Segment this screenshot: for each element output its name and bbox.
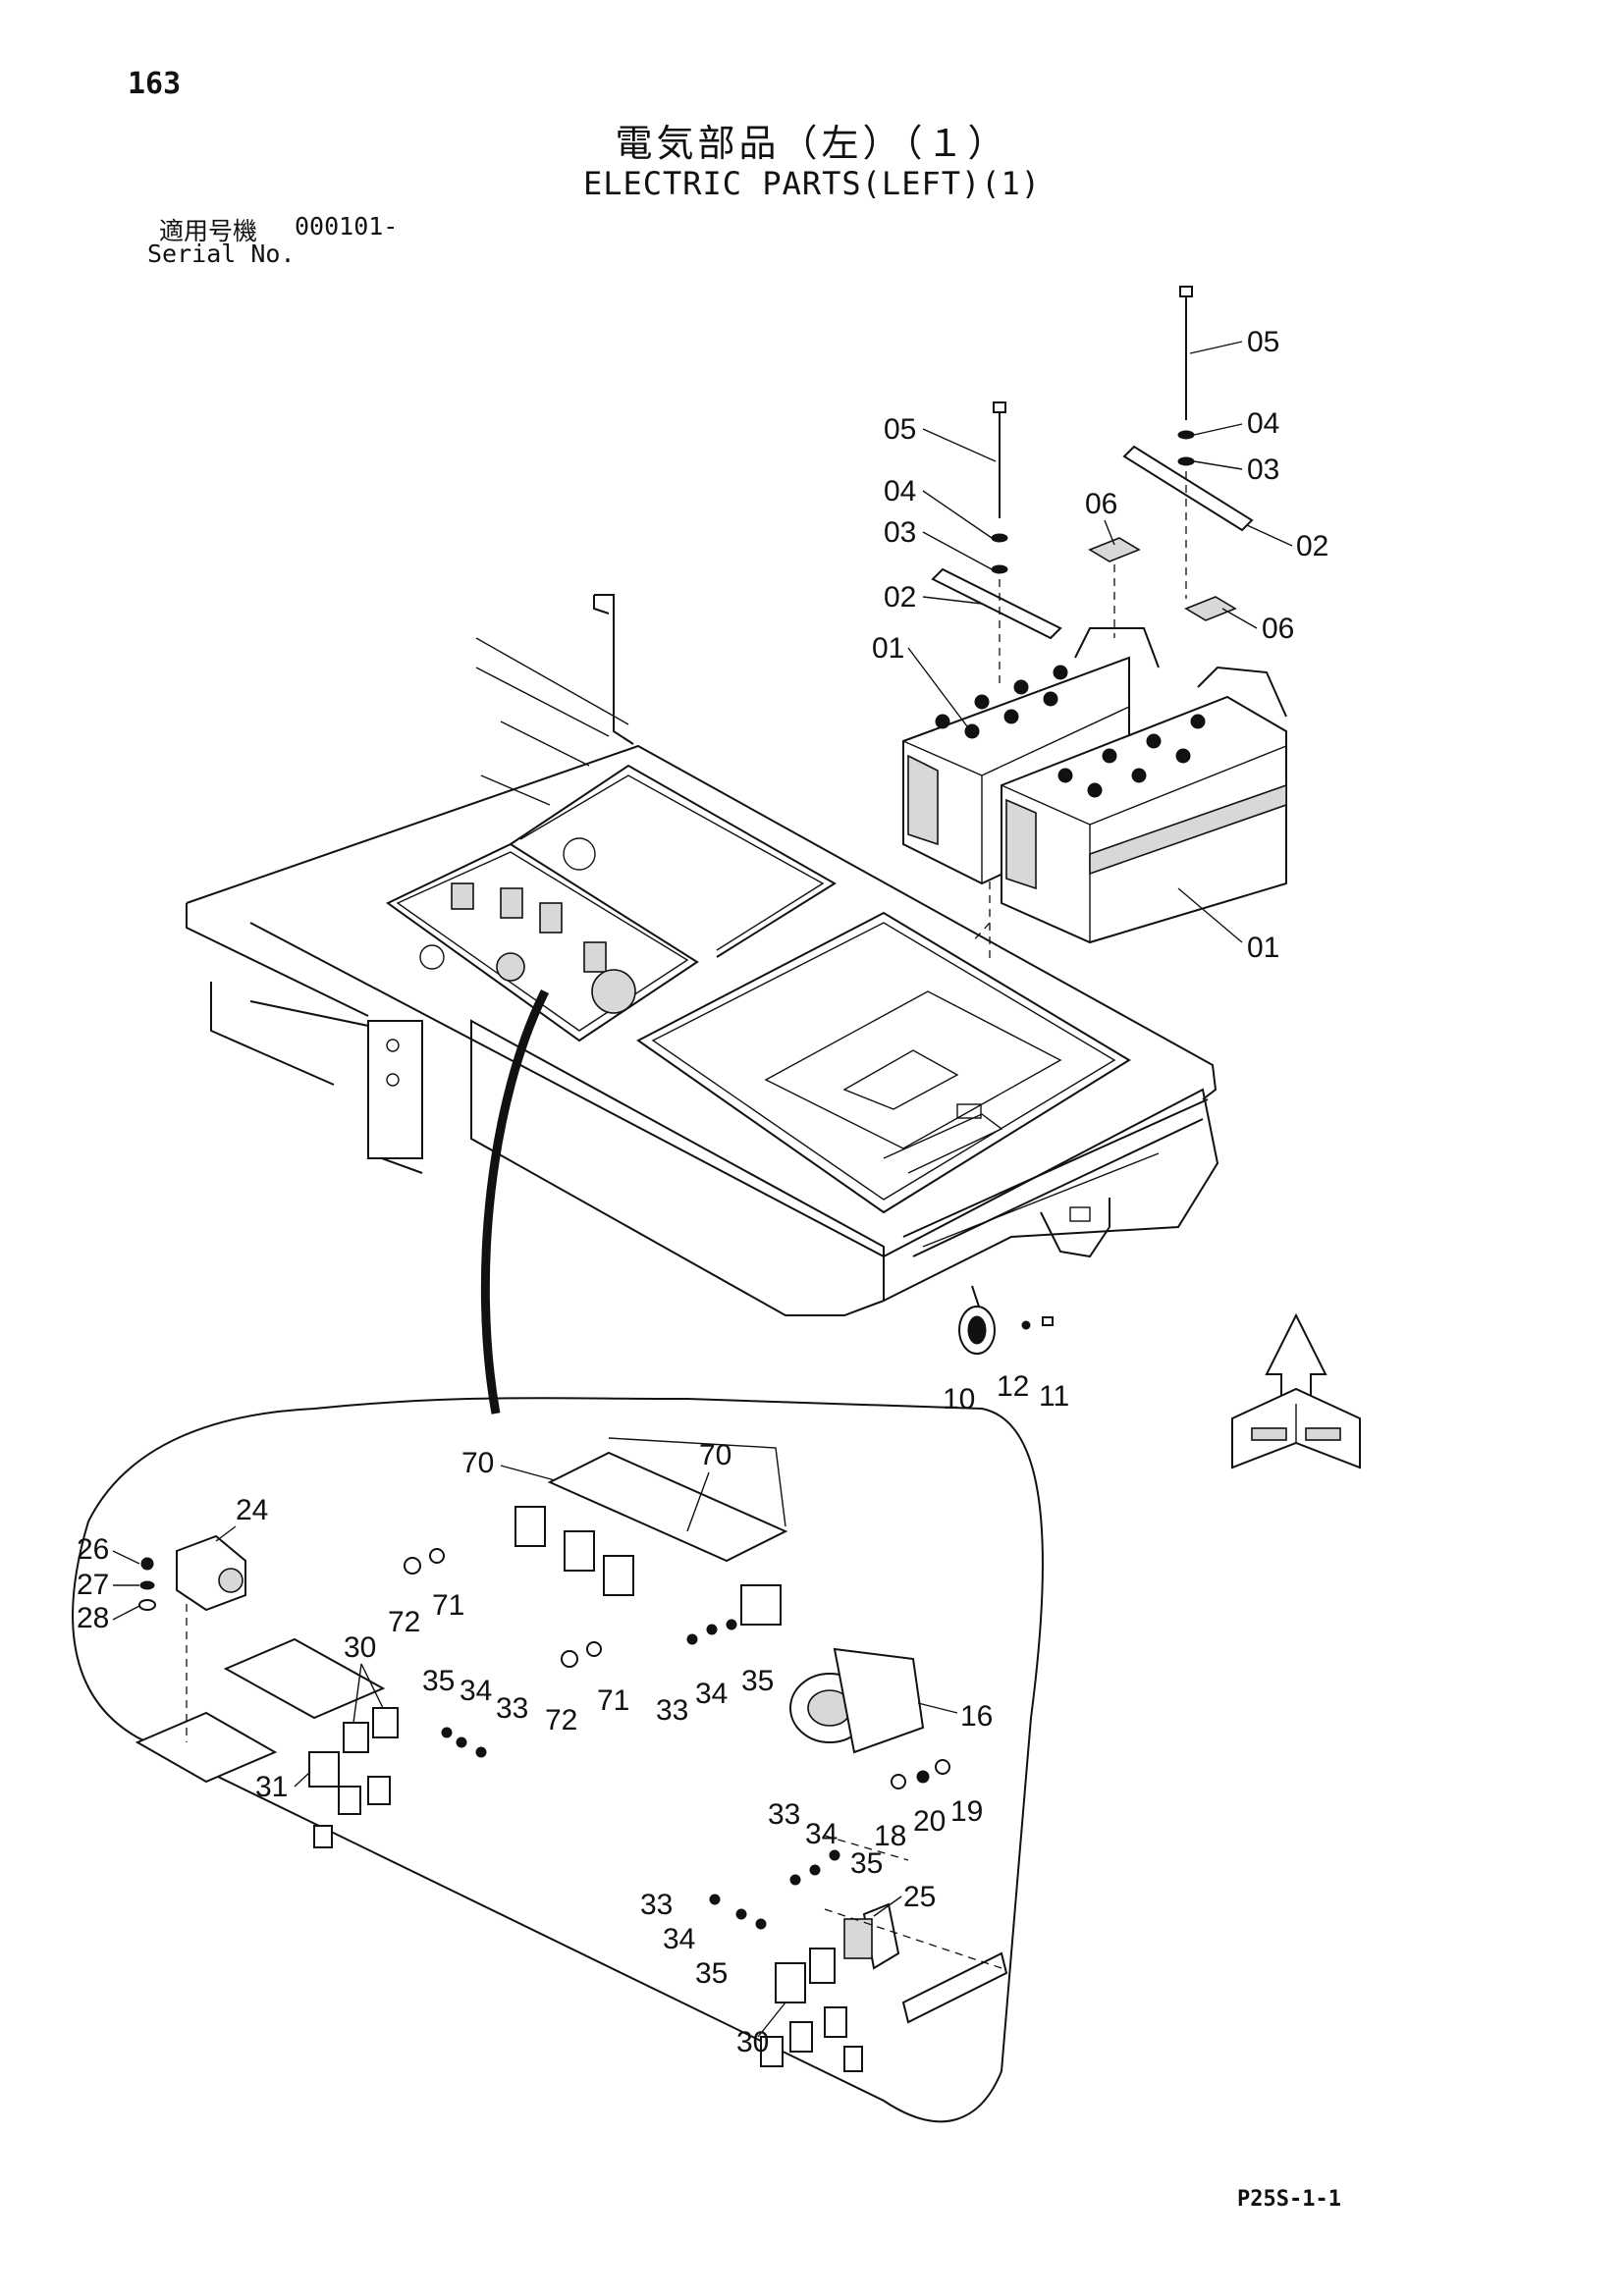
callout-35-mid: 35 <box>741 1665 774 1697</box>
serial-label-english: Serial No. <box>147 240 296 268</box>
callout-10: 10 <box>943 1383 975 1415</box>
callout-33-lower-a: 33 <box>768 1798 800 1831</box>
battery-right <box>1001 666 1287 944</box>
callout-19: 19 <box>950 1795 983 1828</box>
page-code: P25S-1-1 <box>1237 2187 1341 2212</box>
callout-01-right: 01 <box>1247 932 1279 964</box>
callout-18: 18 <box>874 1820 906 1852</box>
detail-parts <box>135 1437 1008 2072</box>
page-number: 163 <box>128 67 182 101</box>
detail-balloon <box>72 1397 1044 2123</box>
detail-pointer <box>480 988 550 1415</box>
callout-26: 26 <box>77 1533 109 1566</box>
callout-35-lower-b: 35 <box>695 1957 728 1990</box>
callout-34-lower-a: 34 <box>805 1818 838 1850</box>
callout-35-left: 35 <box>422 1665 455 1697</box>
serial-label-japanese: 適用号機 <box>159 217 258 245</box>
callout-leaders <box>112 341 1293 2038</box>
battery-hold-down-hardware <box>931 286 1254 687</box>
direction-indicator <box>1231 1312 1361 1469</box>
callout-28: 28 <box>77 1602 109 1634</box>
callout-72-upper: 72 <box>388 1606 420 1638</box>
callout-34-left: 34 <box>460 1675 492 1707</box>
callout-71-lower: 71 <box>597 1684 629 1717</box>
horn <box>958 1306 1054 1355</box>
callout-71-upper: 71 <box>432 1589 464 1622</box>
callout-33-mid: 33 <box>656 1694 688 1727</box>
callout-05-left: 05 <box>884 413 916 446</box>
callout-27: 27 <box>77 1569 109 1601</box>
callout-35-lower-a: 35 <box>850 1847 883 1880</box>
callout-labels: 05 04 03 02 06 01 05 04 03 02 06 01 10 1… <box>77 326 1328 2058</box>
callout-01-left: 01 <box>872 632 904 665</box>
callout-30-lower: 30 <box>736 2026 769 2058</box>
callout-03-right: 03 <box>1247 454 1279 486</box>
callout-33-lower-b: 33 <box>640 1889 673 1921</box>
callout-31: 31 <box>255 1771 288 1803</box>
page-title-japanese: 電気部品（左）（１） <box>615 122 1009 165</box>
callout-04-left: 04 <box>884 475 916 507</box>
serial-number-value: 000101- <box>295 212 399 240</box>
callout-72-lower: 72 <box>545 1704 577 1736</box>
callout-16: 16 <box>960 1700 993 1733</box>
callout-70-right: 70 <box>699 1439 731 1471</box>
callout-06-left: 06 <box>1085 488 1117 520</box>
callout-25: 25 <box>903 1881 936 1913</box>
callout-24: 24 <box>236 1494 268 1526</box>
callout-05-right: 05 <box>1247 326 1279 358</box>
callout-30-left: 30 <box>344 1631 376 1664</box>
callout-20: 20 <box>913 1805 946 1838</box>
callout-02-right: 02 <box>1296 530 1328 562</box>
callout-11: 11 <box>1039 1380 1069 1413</box>
machine-frame <box>186 594 1219 1316</box>
callout-34-mid: 34 <box>695 1678 728 1710</box>
callout-04-right: 04 <box>1247 407 1279 440</box>
callout-34-lower-b: 34 <box>663 1923 695 1955</box>
page-title-english: ELECTRIC PARTS(LEFT)(1) <box>582 165 1042 202</box>
callout-70-left: 70 <box>461 1447 494 1479</box>
callout-03-left: 03 <box>884 516 916 549</box>
callout-33-left: 33 <box>496 1692 528 1725</box>
callout-12: 12 <box>997 1370 1029 1403</box>
callout-06-right: 06 <box>1262 613 1294 645</box>
callout-02-left: 02 <box>884 581 916 614</box>
